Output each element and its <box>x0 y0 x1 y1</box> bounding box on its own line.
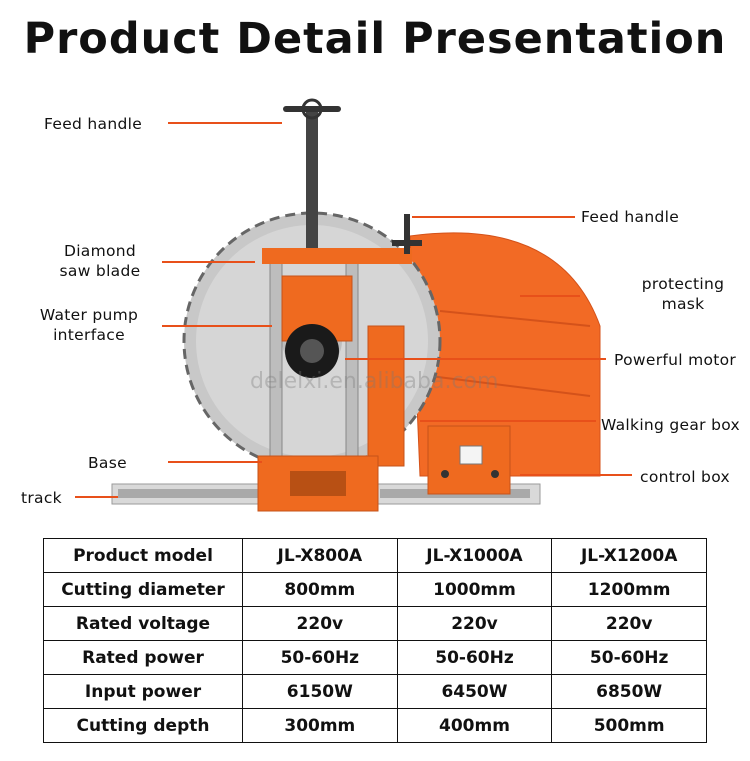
spec-table: Product model JL-X800A JL-X1000A JL-X120… <box>43 538 707 743</box>
control-box-shape <box>427 425 511 495</box>
watermark: delelxi.en.alibaba.com <box>250 369 499 394</box>
table-cell: 220v <box>242 606 398 641</box>
feed-screw <box>306 108 318 258</box>
table-cell: 50-60Hz <box>242 640 398 675</box>
label-diamond-line1: Diamond <box>63 242 137 260</box>
header-cell: JL-X1000A <box>396 538 553 573</box>
header-cell: Product model <box>43 538 243 573</box>
label-diamond-saw-blade: Diamond saw blade <box>50 241 150 281</box>
table-cell: 500mm <box>551 708 707 743</box>
header-cell: JL-X800A <box>242 538 398 573</box>
label-powerful-motor: Powerful motor <box>614 351 737 369</box>
label-water-pump-line2: interface <box>53 326 125 344</box>
callout-lines <box>75 122 632 498</box>
table-cell: 300mm <box>242 708 398 743</box>
label-walking-gear-box: Walking gear box <box>601 416 741 434</box>
product-figure: Feed handle Feed handle Diamond saw blad… <box>0 76 750 528</box>
row-label: Rated voltage <box>43 606 243 641</box>
table-row: Rated power 50-60Hz 50-60Hz 50-60Hz <box>43 640 707 675</box>
label-water-pump-line1: Water pump <box>39 306 139 324</box>
machine-illustration <box>75 98 632 512</box>
table-row: Cutting diameter 800mm 1000mm 1200mm <box>43 572 707 607</box>
table-cell: 50-60Hz <box>396 640 553 675</box>
label-protecting-mask-line2: mask <box>661 295 705 313</box>
table-cell: 1000mm <box>396 572 553 607</box>
label-control-box: control box <box>640 468 730 486</box>
label-feed-handle-top: Feed handle <box>44 115 143 133</box>
table-cell: 6450W <box>396 674 553 709</box>
table-header-row: Product model JL-X800A JL-X1000A JL-X120… <box>43 538 707 573</box>
table-row: Input power 6150W 6450W 6850W <box>43 674 707 709</box>
table-cell: 6150W <box>242 674 398 709</box>
row-label: Cutting diameter <box>43 572 243 607</box>
table-row: Rated voltage 220v 220v 220v <box>43 606 707 641</box>
header-cell: JL-X1200A <box>551 538 707 573</box>
table-cell: 1200mm <box>551 572 707 607</box>
table-cell: 220v <box>396 606 553 641</box>
protecting-mask <box>409 232 601 477</box>
table-cell: 6850W <box>551 674 707 709</box>
label-feed-handle-right: Feed handle <box>581 208 680 226</box>
row-label: Input power <box>43 674 243 709</box>
label-base: Base <box>88 454 127 472</box>
label-protecting-mask: protecting mask <box>628 274 738 314</box>
label-diamond-line2: saw blade <box>59 262 141 280</box>
row-label: Cutting depth <box>43 708 243 743</box>
table-cell: 400mm <box>396 708 553 743</box>
page-title: Product Detail Presentation <box>23 14 727 64</box>
table-row: Cutting depth 300mm 400mm 500mm <box>43 708 707 743</box>
label-water-pump-interface: Water pump interface <box>24 305 154 345</box>
label-track: track <box>21 489 62 507</box>
table-cell: 220v <box>551 606 707 641</box>
row-label: Rated power <box>43 640 243 675</box>
table-cell: 800mm <box>242 572 398 607</box>
label-protecting-mask-line1: protecting <box>641 275 725 293</box>
table-cell: 50-60Hz <box>551 640 707 675</box>
